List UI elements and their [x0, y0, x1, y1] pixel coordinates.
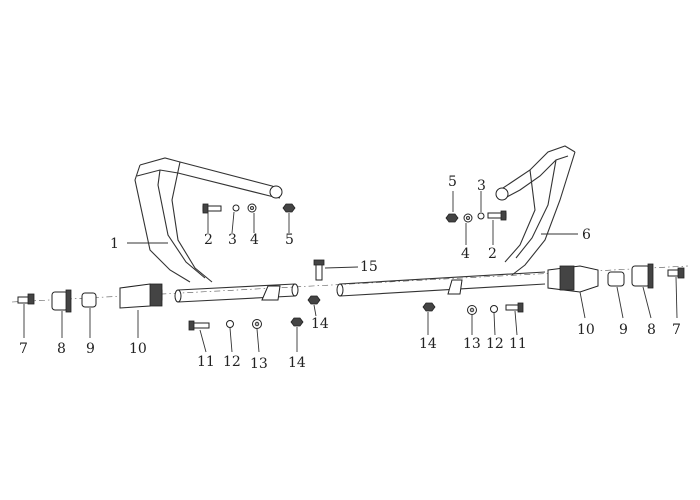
- bottom-left-hardware: [188, 317, 304, 331]
- callout-label: 7: [19, 341, 28, 357]
- callout-label: 14: [288, 355, 306, 371]
- callout-label: 1: [110, 236, 119, 252]
- center-hardware: [307, 259, 325, 305]
- callout-label: 9: [619, 322, 628, 338]
- callout-label: 5: [448, 174, 457, 190]
- callout-label: 2: [488, 246, 497, 262]
- callout-label: 12: [223, 354, 241, 370]
- top-right-hardware: [445, 210, 507, 223]
- callout-label: 11: [509, 336, 527, 352]
- callout-label: 15: [360, 259, 378, 275]
- callout-label: 7: [672, 322, 681, 338]
- left-cross-tube: [174, 283, 299, 303]
- callout-label: 13: [250, 356, 268, 372]
- callout-label: 10: [129, 341, 147, 357]
- right-cross-tube: [336, 271, 546, 297]
- right-end-parts: [547, 263, 685, 293]
- left-end-parts: [17, 283, 163, 313]
- callout-label: 3: [228, 232, 237, 248]
- callout-label: 3: [477, 178, 486, 194]
- callout-label: 11: [197, 354, 215, 370]
- bottom-right-hardware: [422, 302, 524, 315]
- top-left-hardware: [202, 203, 296, 214]
- left-crash-bar: [134, 157, 283, 283]
- callout-label: 6: [582, 227, 591, 243]
- callout-label: 14: [311, 316, 329, 332]
- callout-labels: 1 2 3 4 5 5 3 4 2 6 15 14 7 8 9 10 11 12…: [19, 174, 681, 372]
- callout-label: 5: [285, 232, 294, 248]
- callout-label: 9: [86, 341, 95, 357]
- leader-lines: [23, 191, 678, 353]
- callout-label: 14: [419, 336, 437, 352]
- callout-label: 4: [250, 232, 259, 248]
- callout-label: 8: [647, 322, 656, 338]
- callout-label: 2: [204, 232, 213, 248]
- callout-label: 4: [461, 246, 470, 262]
- right-crash-bar: [495, 145, 576, 276]
- callout-label: 8: [57, 341, 66, 357]
- callout-label: 13: [463, 336, 481, 352]
- callout-label: 10: [577, 322, 595, 338]
- callout-label: 12: [486, 336, 504, 352]
